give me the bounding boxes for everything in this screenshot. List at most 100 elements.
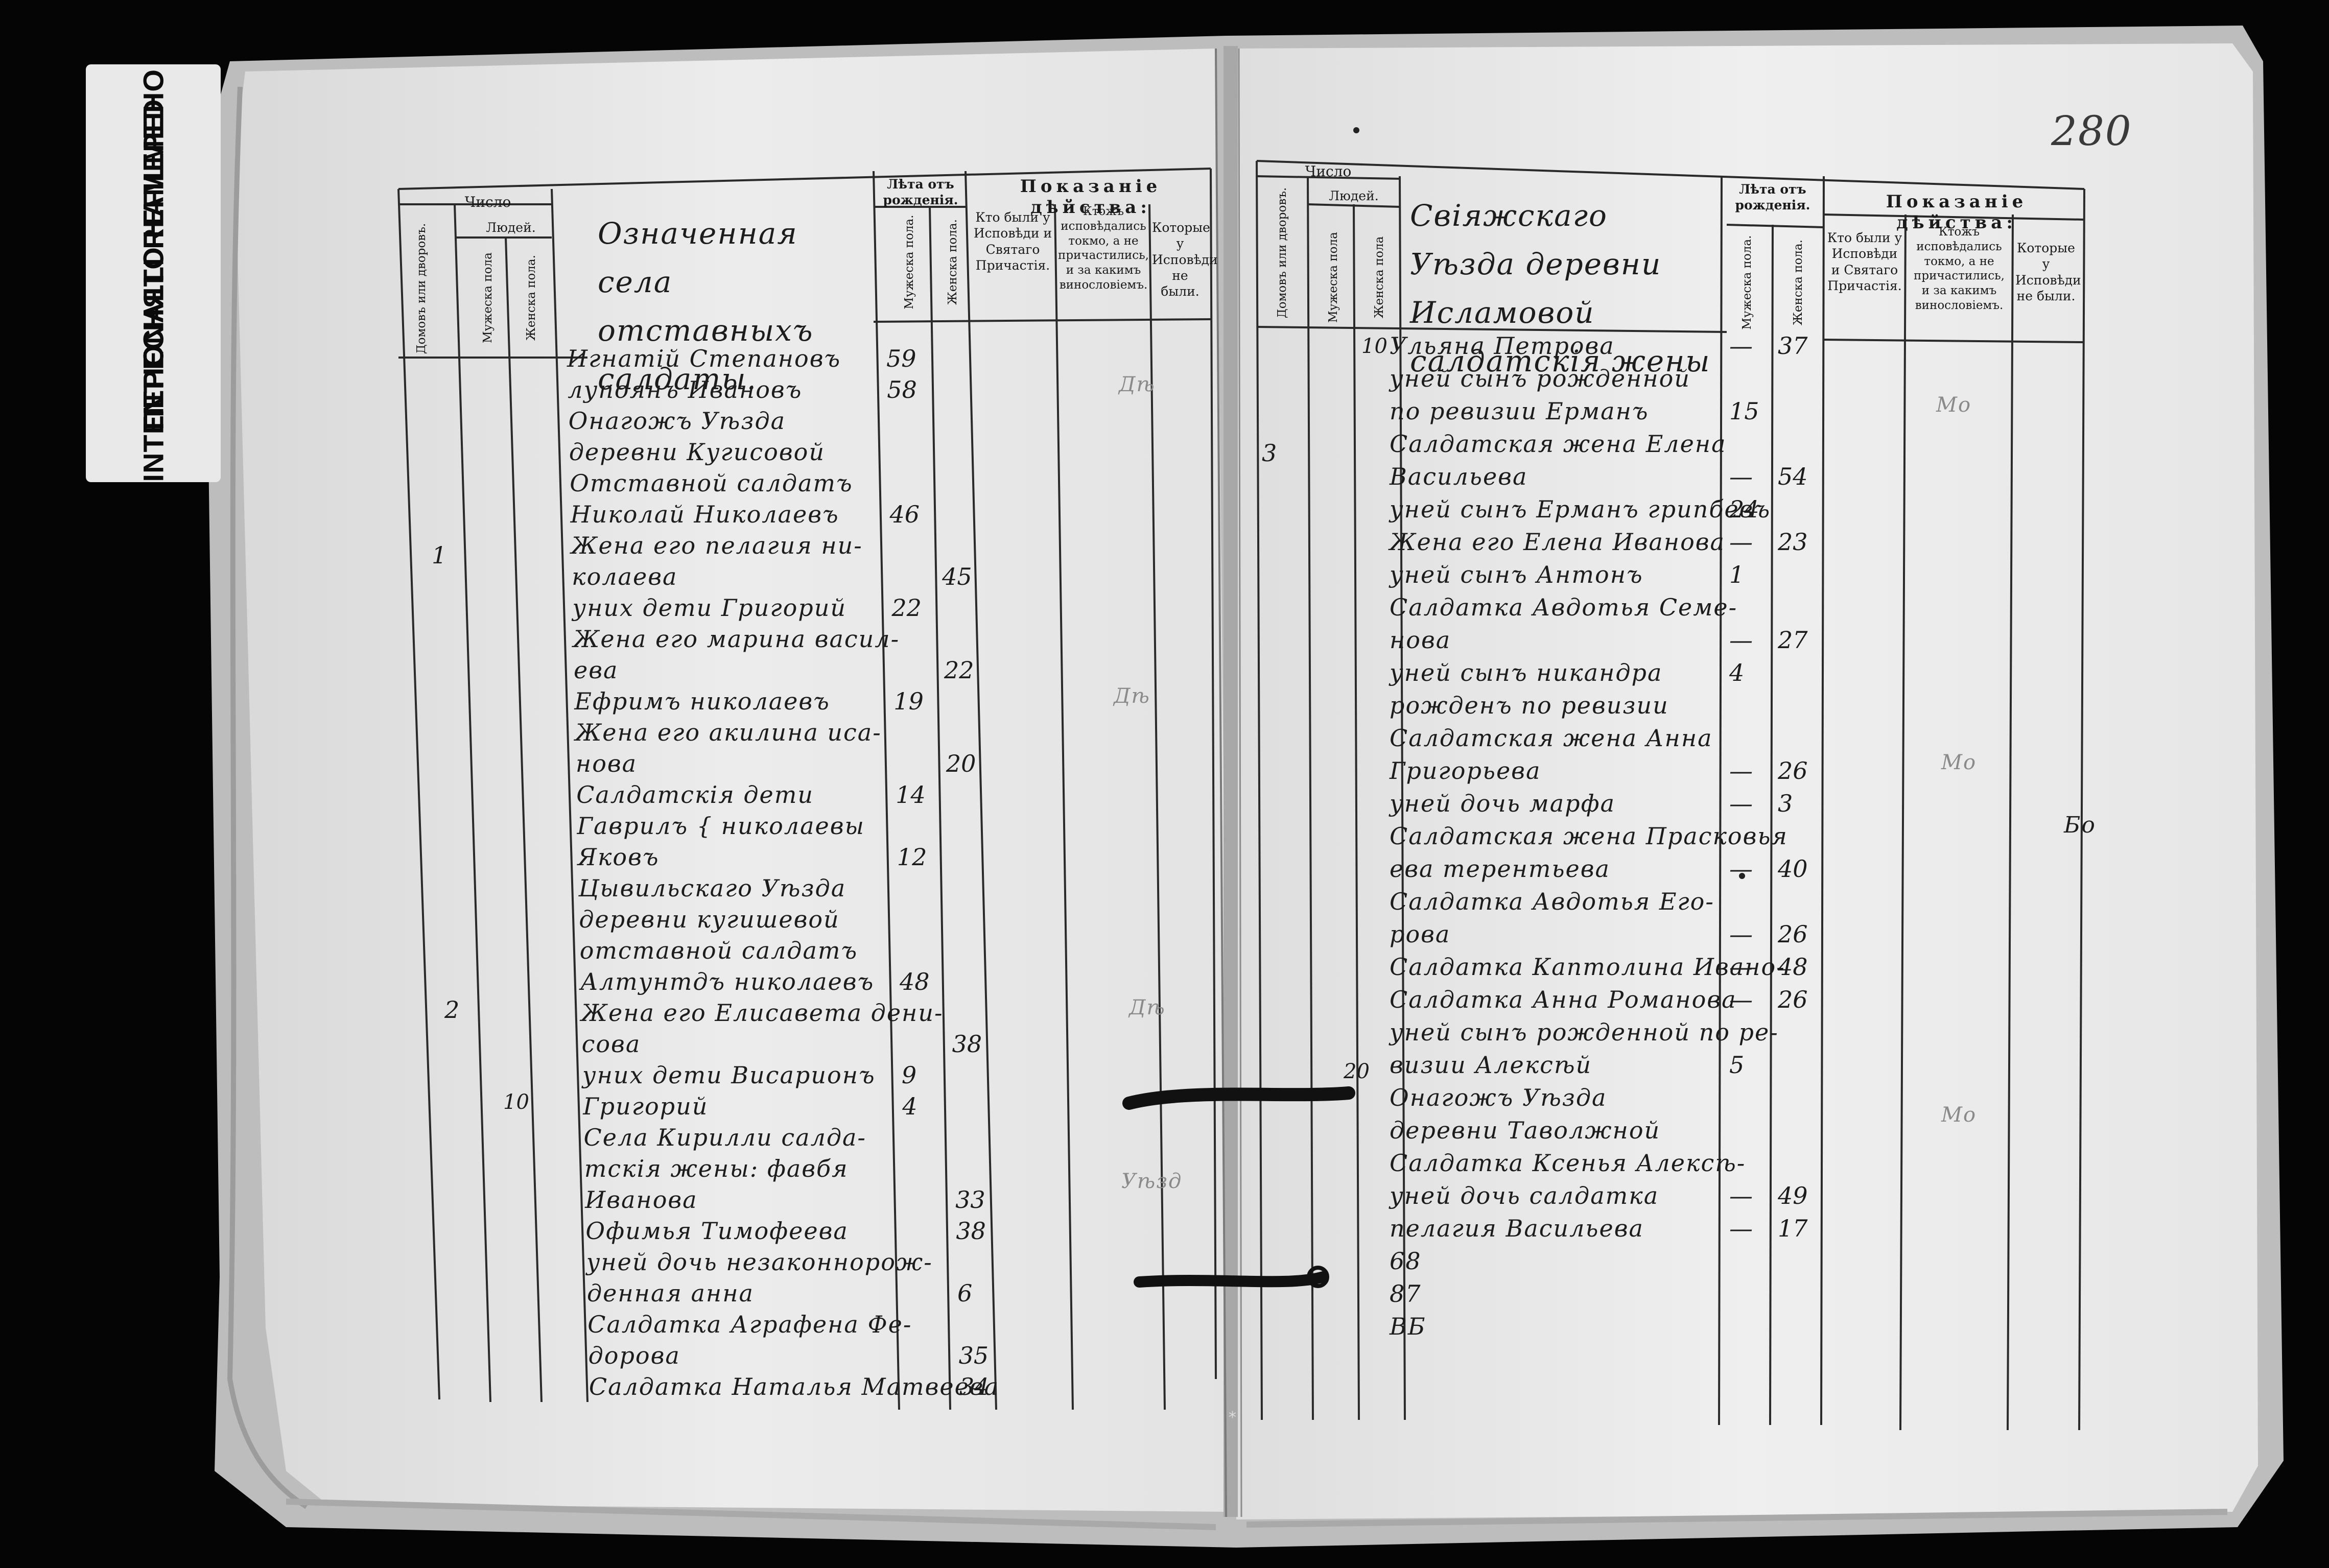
entry-name: Салдатка Ксенья Алексѣ- xyxy=(1390,1149,1746,1177)
left-header-people: Людей. xyxy=(486,220,536,235)
entry-age-female: 20 xyxy=(946,750,976,777)
entry-name: уних дети Григорий xyxy=(572,594,846,622)
refilmed-stamp: ПЕРЕСНЯТО НАМЕРЕНО INTENTIONALLI REFILME… xyxy=(86,64,221,482)
entry-name: ВБ xyxy=(1390,1313,1426,1340)
entry-age-male: 4 xyxy=(1729,659,1745,686)
entry-age-male: 1 xyxy=(1729,561,1745,588)
entry-name: 87 xyxy=(1390,1280,1422,1308)
entry-name: нова xyxy=(1390,626,1451,654)
left-marginal-note-4: Уѣзд xyxy=(1121,1170,1183,1193)
entry-age-female: 38 xyxy=(952,1030,982,1058)
left-marginal-note-2: Дѣ xyxy=(1114,684,1150,708)
entry-name: ева терентьева xyxy=(1390,855,1610,883)
right-female-count-1: 10 xyxy=(1361,335,1387,358)
entry-name: Васильева xyxy=(1390,463,1528,490)
entry-age-male: 22 xyxy=(891,594,922,622)
entry-name: Иванова xyxy=(585,1186,698,1214)
right-header-years-male: Мужеска пола. xyxy=(1740,235,1754,330)
entry-age-male: — xyxy=(1729,790,1753,817)
entry-age-female: 26 xyxy=(1778,757,1808,785)
entry-name: дорова xyxy=(588,1342,680,1369)
svg-text:*: * xyxy=(1229,1409,1236,1427)
entry-name: Николай Николаевъ xyxy=(570,501,839,528)
entry-age-female: 54 xyxy=(1778,463,1808,490)
entry-name: деревни Таволжной xyxy=(1390,1116,1661,1144)
left-marginal-note-1: Дѣ xyxy=(1119,373,1156,396)
entry-name: Салдатка Анна Романова xyxy=(1390,986,1737,1013)
entry-name: нова xyxy=(575,750,638,777)
entry-age-female: 3 xyxy=(1778,790,1793,817)
entry-age-male: 46 xyxy=(889,501,920,528)
right-header-location: Свіяжскаго Уѣзда деревни Исламовой салда… xyxy=(1410,198,1711,378)
entry-name: колаева xyxy=(572,563,678,590)
entry-name: Ульяна Петрова xyxy=(1390,332,1615,360)
entry-age-female: 33 xyxy=(955,1186,985,1214)
entry-name: Салдатская жена Анна xyxy=(1390,724,1713,752)
page-number: 280 xyxy=(2051,107,2132,155)
entry-name: Цывильскаго Уѣзда xyxy=(578,874,846,902)
entry-age-male: — xyxy=(1729,953,1753,981)
entry-age-male: 58 xyxy=(887,376,917,403)
stamp-line-english: INTENTIONALLI REFILMED xyxy=(137,99,170,482)
entry-name: уней дочь салдатка xyxy=(1390,1182,1659,1209)
right-marginal-note-2: Мо xyxy=(1941,751,1977,774)
entry-age-male: — xyxy=(1729,757,1753,785)
entry-age-female: 26 xyxy=(1778,920,1808,948)
right-header-col-a: Кто были у Исповѣди и Святаго Причастія. xyxy=(1827,230,1902,293)
entry-name: уних дети Висарионъ xyxy=(582,1061,876,1089)
entry-age-female: 48 xyxy=(1778,953,1808,981)
right-header-count: Число xyxy=(1305,163,1352,180)
entry-age-male: — xyxy=(1729,1215,1753,1242)
right-header-years-female: Женска пола. xyxy=(1792,240,1805,325)
entry-age-female: 27 xyxy=(1778,626,1808,654)
entry-name: уней сынъ никандра xyxy=(1390,659,1663,686)
entry-age-male: — xyxy=(1729,332,1753,360)
left-header-years-male: Мужеска пола. xyxy=(903,215,916,310)
left-header-col-c: Которые у Исповѣди не были. xyxy=(1152,220,1218,299)
entry-name: уней сынъ Ерманъ грипбевъ xyxy=(1390,495,1771,523)
entry-age-female: 34 xyxy=(959,1373,990,1400)
right-header-years: Лѣта отъ рожденія. xyxy=(1735,182,1810,213)
entry-name: Салдатка Наталья Матвеева xyxy=(589,1373,1000,1400)
left-header-female: Женска пола. xyxy=(525,255,538,341)
entry-name: Офимья Тимофеева xyxy=(585,1217,849,1245)
entry-age-female: 35 xyxy=(958,1342,989,1369)
left-page xyxy=(235,49,1231,1512)
entry-name: Жена его пелагия ни- xyxy=(571,532,863,559)
entry-age-male: 14 xyxy=(896,781,926,809)
left-header-years-female: Женска пола. xyxy=(946,219,959,305)
entry-name: лупоянъ Ивановъ xyxy=(568,376,803,403)
left-header-col-a: Кто были у Исповѣди и Святаго Причастія. xyxy=(973,210,1052,273)
right-header-houses: Домовъ или дворовъ. xyxy=(1276,187,1289,318)
entry-age-male: 24 xyxy=(1729,495,1759,523)
entry-age-female: 49 xyxy=(1778,1182,1808,1209)
right-header-action: Показаніе дѣйства: xyxy=(1886,192,2028,233)
left-header-houses: Домовъ или дворовъ. xyxy=(415,223,428,354)
left-house-number-1: 1 xyxy=(432,541,447,569)
entry-age-male: — xyxy=(1729,986,1753,1013)
entry-name: денная анна xyxy=(587,1279,754,1307)
entry-name: Жена его марина васил- xyxy=(573,625,900,653)
entry-name: Жена его акилина иса- xyxy=(575,719,882,746)
entry-name: Отставной салдатъ xyxy=(570,469,853,497)
entry-name: Салдатская жена Прасковья xyxy=(1390,822,1788,850)
entry-name: Григорьева xyxy=(1390,757,1541,785)
entry-name: рожденъ по ревизии xyxy=(1390,692,1669,719)
entry-name: 68 xyxy=(1390,1247,1422,1275)
entry-age-female: 40 xyxy=(1778,855,1808,883)
entry-name: Жена его Елена Иванова xyxy=(1390,528,1725,556)
entry-name: уней дочь марфа xyxy=(1390,790,1616,817)
entry-age-male: — xyxy=(1729,855,1753,883)
right-header-male: Мужеска пола xyxy=(1327,232,1340,323)
entry-age-female: 26 xyxy=(1778,986,1808,1013)
entry-age-male: 12 xyxy=(897,843,927,871)
right-header-col-b: Ктожъ исповѣдались токмо, а не причастил… xyxy=(1914,225,2005,312)
entry-name: Алтунтдъ николаевъ xyxy=(580,968,875,995)
entry-age-male: — xyxy=(1729,528,1753,556)
left-header-action: Показаніе дѣйства: xyxy=(1020,176,1162,218)
entry-age-female: 38 xyxy=(956,1217,986,1245)
entry-age-male: — xyxy=(1729,463,1753,490)
entry-age-male: 9 xyxy=(901,1061,917,1089)
entry-name: Ефримъ николаевъ xyxy=(574,687,830,715)
entry-name: Игнатій Степановъ xyxy=(567,345,841,372)
